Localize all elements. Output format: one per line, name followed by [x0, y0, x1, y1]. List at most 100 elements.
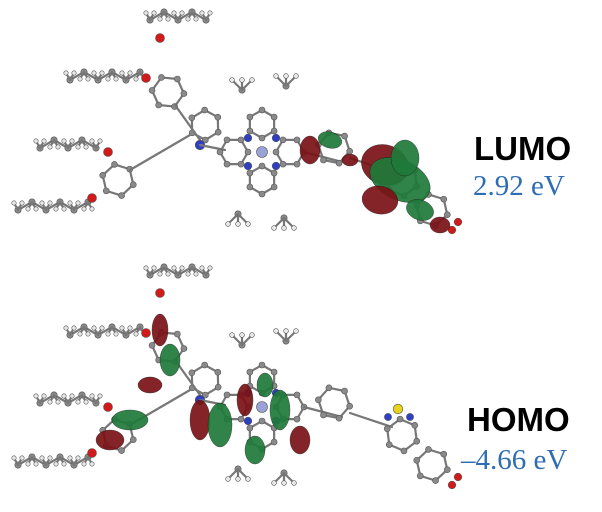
atom: [99, 325, 105, 331]
atom: [141, 73, 151, 83]
atom: [129, 181, 137, 189]
atom: [69, 138, 75, 144]
atom: [411, 422, 419, 429]
atom: [75, 455, 81, 461]
atom: [157, 16, 163, 22]
orbital-lobe: [111, 409, 149, 431]
atom: [33, 461, 39, 467]
atom: [89, 206, 95, 212]
atom: [293, 328, 299, 334]
atom: [81, 206, 87, 212]
atom: [396, 415, 404, 423]
atom: [199, 265, 205, 271]
atom: [243, 133, 253, 143]
atom: [239, 332, 245, 338]
orbital-lobe: [236, 383, 254, 417]
atom: [271, 225, 277, 231]
bond: [348, 411, 394, 429]
atom: [151, 10, 157, 16]
atom: [207, 265, 213, 271]
atom: [105, 76, 111, 82]
atom: [214, 368, 222, 376]
atom: [341, 132, 348, 140]
atom: [119, 325, 125, 331]
atom: [346, 147, 353, 155]
atom: [91, 325, 97, 331]
atom: [416, 472, 424, 480]
atom: [453, 217, 463, 227]
atom: [425, 446, 432, 453]
atom: [69, 393, 75, 399]
atom: [443, 466, 451, 474]
orbital-lobe: [406, 199, 434, 221]
atom: [77, 331, 83, 337]
atom: [180, 90, 188, 97]
atom: [171, 10, 177, 16]
atom: [171, 265, 177, 271]
atom: [279, 160, 287, 168]
atom: [47, 455, 53, 461]
atom: [41, 138, 47, 144]
orbital-lobe: [151, 313, 169, 347]
atom: [246, 169, 254, 177]
atom: [75, 144, 81, 150]
atom: [148, 342, 156, 349]
atom: [174, 75, 181, 83]
atom: [207, 10, 213, 16]
atom: [113, 76, 119, 82]
atom: [127, 325, 133, 331]
homo-orbital-lobes: [95, 313, 311, 465]
atom: [155, 288, 165, 298]
atom: [174, 330, 181, 338]
atom: [67, 200, 73, 206]
atom: [225, 221, 231, 227]
orbital-lobe: [189, 399, 211, 441]
atom: [202, 136, 209, 144]
atom: [118, 192, 125, 199]
atom: [201, 106, 208, 114]
atom: [179, 10, 185, 16]
orbital-lobe: [244, 435, 266, 465]
atom: [235, 476, 241, 482]
atom: [61, 461, 67, 467]
atom: [47, 144, 53, 150]
atom: [71, 325, 77, 331]
atom: [81, 461, 87, 467]
atom: [229, 77, 235, 83]
atom: [453, 472, 463, 482]
atom: [87, 448, 97, 458]
atom: [325, 384, 333, 392]
atom: [39, 455, 45, 461]
atom: [256, 401, 268, 413]
atom: [201, 361, 208, 369]
atom: [41, 393, 47, 399]
atom: [61, 393, 67, 399]
atom: [75, 200, 81, 206]
bond: [173, 103, 202, 142]
atom: [133, 331, 139, 337]
atom: [281, 225, 287, 231]
orbital-lobe: [95, 429, 125, 451]
atom: [179, 265, 185, 271]
atom: [87, 193, 97, 203]
atom: [320, 411, 327, 419]
atom: [273, 328, 279, 334]
orbital-lobe: [299, 135, 321, 165]
atom: [335, 159, 343, 167]
orbital-lobe: [159, 343, 181, 377]
atom: [293, 136, 301, 144]
atom: [270, 127, 278, 135]
atom: [155, 101, 162, 109]
atom: [47, 200, 53, 206]
atom: [19, 200, 25, 206]
atom: [180, 345, 188, 352]
atom: [85, 331, 91, 337]
atom: [244, 148, 252, 156]
atom: [105, 331, 111, 337]
atom: [39, 200, 45, 206]
orbital-lobe: [137, 376, 163, 394]
atom: [63, 325, 69, 331]
atom: [413, 456, 421, 464]
atom: [385, 441, 393, 448]
atom: [151, 265, 157, 271]
